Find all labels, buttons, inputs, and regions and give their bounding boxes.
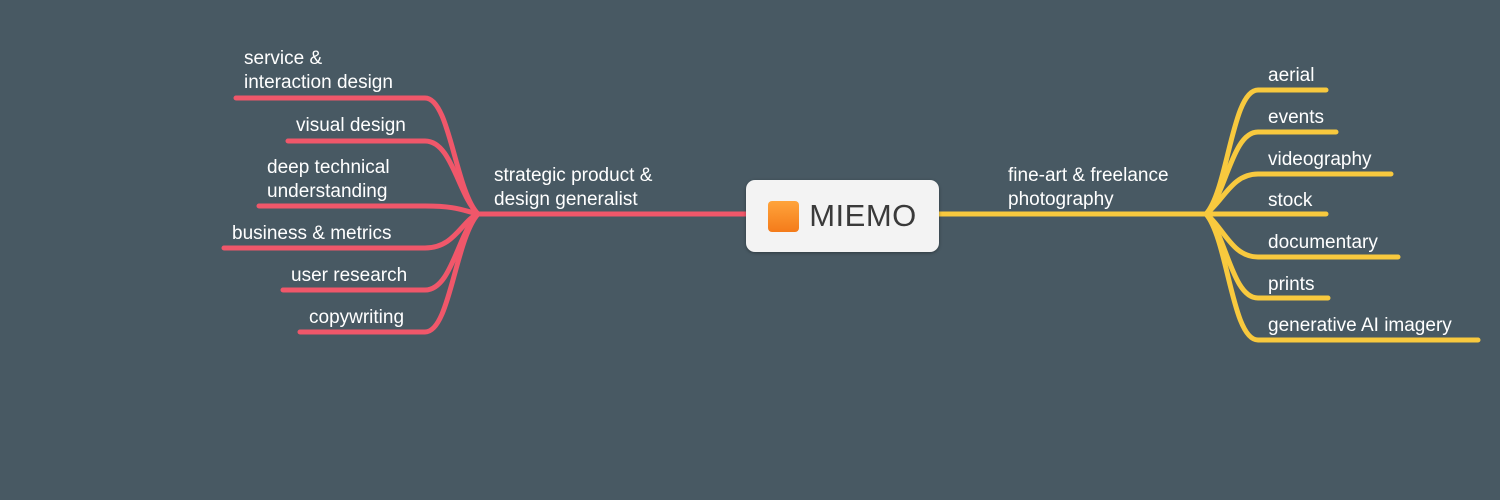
right-main-topic[interactable]: fine-art & freelance photography bbox=[1008, 164, 1169, 212]
right-child-line: prints bbox=[1268, 274, 1315, 295]
left-connector-technical bbox=[256, 203, 481, 217]
right-child-generative-ai[interactable]: generative AI imagery bbox=[1268, 314, 1452, 338]
left-child-service-interaction[interactable]: service & interaction design bbox=[244, 47, 393, 95]
central-topic-node[interactable]: MIEMO bbox=[746, 180, 939, 252]
right-connector-generative bbox=[1203, 211, 1481, 343]
left-connector-visual bbox=[285, 138, 481, 217]
right-child-line: generative AI imagery bbox=[1268, 315, 1452, 336]
left-main-topic-line-1: strategic product & bbox=[494, 165, 653, 186]
right-child-line: videography bbox=[1268, 149, 1372, 170]
right-child-prints[interactable]: prints bbox=[1268, 273, 1314, 297]
right-connector-videography bbox=[1203, 171, 1394, 217]
left-child-deep-technical[interactable]: deep technical understanding bbox=[267, 156, 390, 204]
central-topic-title: MIEMO bbox=[809, 198, 917, 233]
left-child-line: service & bbox=[244, 48, 323, 69]
left-child-line: understanding bbox=[267, 181, 388, 202]
left-child-visual-design[interactable]: visual design bbox=[296, 114, 406, 138]
right-child-videography[interactable]: videography bbox=[1268, 148, 1372, 172]
left-child-user-research[interactable]: user research bbox=[291, 264, 407, 288]
left-child-copywriting[interactable]: copywriting bbox=[309, 306, 404, 330]
right-child-line: stock bbox=[1268, 190, 1313, 211]
left-child-line: visual design bbox=[296, 115, 406, 136]
left-child-line: deep technical bbox=[267, 157, 390, 178]
orange-square-icon bbox=[768, 200, 800, 232]
right-child-stock[interactable]: stock bbox=[1268, 189, 1312, 213]
left-child-line: copywriting bbox=[309, 307, 405, 328]
right-child-line: documentary bbox=[1268, 232, 1378, 253]
left-child-line: interaction design bbox=[244, 72, 393, 93]
left-main-topic-line-2: design generalist bbox=[494, 189, 638, 210]
right-main-topic-line-2: photography bbox=[1008, 189, 1114, 210]
left-child-business-metrics[interactable]: business & metrics bbox=[232, 222, 391, 246]
left-main-topic[interactable]: strategic product & design generalist bbox=[494, 164, 652, 212]
right-child-line: aerial bbox=[1268, 65, 1315, 86]
right-child-documentary[interactable]: documentary bbox=[1268, 231, 1378, 255]
right-child-line: events bbox=[1268, 107, 1324, 128]
right-child-events[interactable]: events bbox=[1268, 106, 1324, 130]
right-main-topic-line-1: fine-art & freelance bbox=[1008, 165, 1169, 186]
left-child-line: user research bbox=[291, 265, 408, 286]
left-connector-copywriting bbox=[297, 211, 481, 335]
right-child-aerial[interactable]: aerial bbox=[1268, 64, 1314, 88]
left-child-line: business & metrics bbox=[232, 223, 392, 244]
